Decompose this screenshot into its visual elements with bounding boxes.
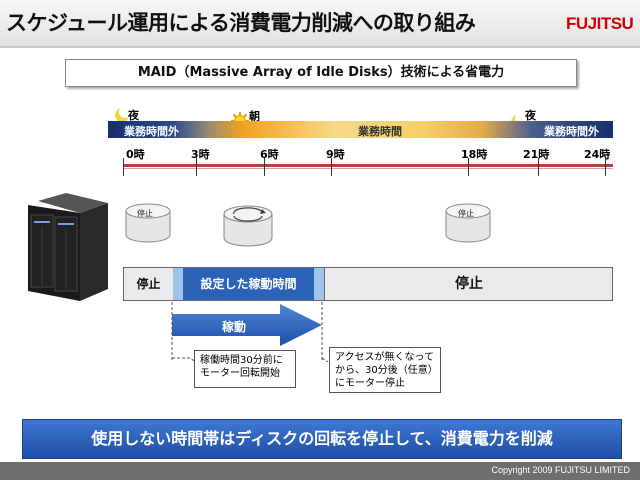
arrow-label: 稼動: [222, 320, 247, 334]
state-stopped-right: 停止: [324, 268, 613, 300]
moon-icon: [115, 106, 131, 122]
state-running-label: 設定した稼動時間: [200, 277, 297, 291]
subtitle: MAID（Massive Array of Idle Disks）技術による省電…: [137, 65, 505, 80]
disk-icon: [445, 203, 491, 243]
period-label-night-start: 夜: [128, 109, 139, 122]
time-axis: [123, 164, 613, 167]
fujitsu-logo: FUJITSU: [566, 14, 634, 33]
disk-status-label: 停止: [137, 209, 153, 218]
period-label-night-end: 夜: [525, 109, 536, 122]
page-title: スケジュール運用による消費電力削減への取り組み: [6, 11, 476, 35]
note-spin-down-line-1: アクセスが無くなって: [335, 352, 434, 363]
note-spin-up: 稼働時間30分前に モーター回転開始: [194, 350, 296, 388]
title-bar: [0, 0, 640, 46]
tick-label-21: 21時: [523, 148, 550, 161]
tick-mark: [468, 158, 469, 176]
disk-icon: [125, 203, 171, 243]
note-spin-down: アクセスが無くなって から、30分後（任意） にモーター停止: [329, 347, 441, 393]
subtitle-box: MAID（Massive Array of Idle Disks）技術による省電…: [65, 59, 577, 87]
time-axis-shadow: [123, 168, 613, 169]
tick-mark: [538, 158, 539, 176]
tick-label-24: 24時: [584, 148, 611, 161]
tick-label-3: 3時: [191, 148, 210, 161]
summary-banner-text: 使用しない時間帯はディスクの回転を停止して、消費電力を削減: [91, 429, 553, 448]
tick-mark: [331, 158, 332, 176]
period-label-morning: 朝: [249, 110, 260, 123]
state-stopped-left: 停止: [124, 268, 174, 300]
title-divider: [0, 46, 640, 48]
tick-label-9: 9時: [326, 148, 345, 161]
tick-mark: [196, 158, 197, 176]
band-label-business-hours: 業務時間: [358, 125, 402, 138]
arrow-right-icon: [172, 304, 322, 346]
band-label-off-hours-end: 業務時間外: [544, 125, 599, 138]
tick-label-18: 18時: [461, 148, 488, 161]
time-band: [108, 121, 613, 138]
summary-banner: 使用しない時間帯はディスクの回転を停止して、消費電力を削減: [22, 419, 622, 459]
disk-state-bar: 停止 設定した稼動時間 停止: [123, 267, 613, 301]
storage-server-icon: [28, 193, 108, 301]
note-spin-up-line-1: 稼働時間30分前に: [200, 355, 283, 366]
footer: Copyright 2009 FUJITSU LIMITED: [0, 462, 640, 480]
disk-status-label: 停止: [458, 209, 474, 218]
disk-icon: [223, 205, 273, 247]
note-spin-up-line-2: モーター回転開始: [200, 368, 280, 379]
tick-label-0: 0時: [126, 148, 145, 161]
note-spin-down-line-3: にモーター停止: [335, 378, 405, 389]
tick-mark: [264, 158, 265, 176]
state-running-block: 設定した稼動時間: [173, 268, 324, 300]
tick-label-6: 6時: [260, 148, 279, 161]
copyright: Copyright 2009 FUJITSU LIMITED: [491, 465, 630, 475]
tick-mark: [605, 158, 606, 176]
note-spin-down-line-2: から、30分後（任意）: [335, 365, 438, 376]
band-label-off-hours-start: 業務時間外: [124, 125, 179, 138]
tick-mark: [123, 158, 124, 176]
